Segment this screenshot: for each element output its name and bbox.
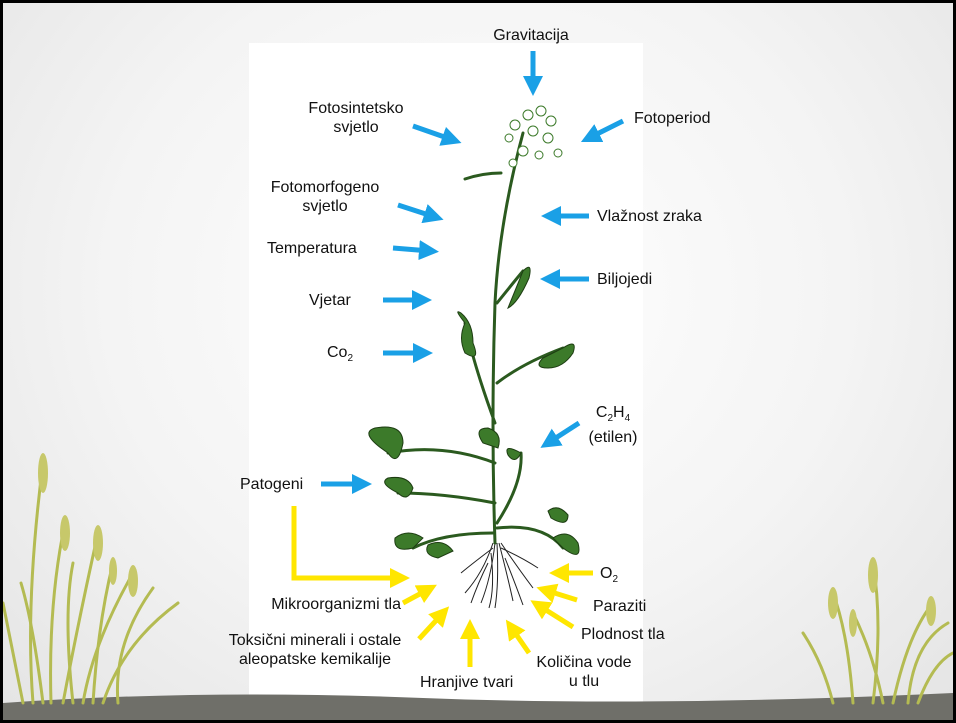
plant-flowers (505, 106, 562, 167)
label-temperatura: Temperatura (267, 239, 357, 258)
label-plodnost-tla: Plodnost tla (581, 625, 665, 644)
arrow-mikroorganizmi (403, 589, 429, 603)
arrow-toksicni-minerali (419, 613, 443, 639)
plant-stems (388, 133, 563, 548)
arrow-kolicina-vode (511, 627, 529, 653)
label-gravitacija: Gravitacija (481, 26, 581, 45)
label-o2: O2 (600, 564, 618, 589)
label-vjetar: Vjetar (309, 291, 351, 310)
label-biljojedi: Biljojedi (597, 270, 652, 289)
arrow-fotosintetsko-svjetlo (413, 126, 453, 140)
plant-roots (461, 543, 538, 608)
grass-right-decoration (803, 563, 953, 703)
plant-illustration (369, 106, 579, 608)
ground (3, 693, 953, 720)
plant-leaves (369, 267, 579, 558)
label-c2h4: C2H4 (etilen) (573, 403, 653, 447)
label-mikroorganizmi-tla: Mikroorganizmi tla (233, 595, 401, 614)
grass-left-decoration (3, 463, 178, 703)
arrow-temperatura (393, 248, 430, 251)
arrow-plodnost-tla (538, 605, 573, 627)
arrow-fotoperiod (589, 121, 623, 138)
label-fotoperiod: Fotoperiod (634, 109, 711, 128)
label-paraziti: Paraziti (593, 597, 646, 616)
label-patogeni: Patogeni (240, 475, 303, 494)
diagram-graphics (3, 3, 953, 720)
label-hranjive-tvari: Hranjive tvari (420, 673, 513, 692)
arrow-fotomorfogeno-svjetlo (398, 205, 435, 217)
label-vlaznost-zraka: Vlažnost zraka (597, 207, 702, 226)
arrow-patogeni-soil (294, 506, 401, 578)
arrow-paraziti (545, 590, 577, 600)
label-co2: Co2 (327, 343, 353, 368)
